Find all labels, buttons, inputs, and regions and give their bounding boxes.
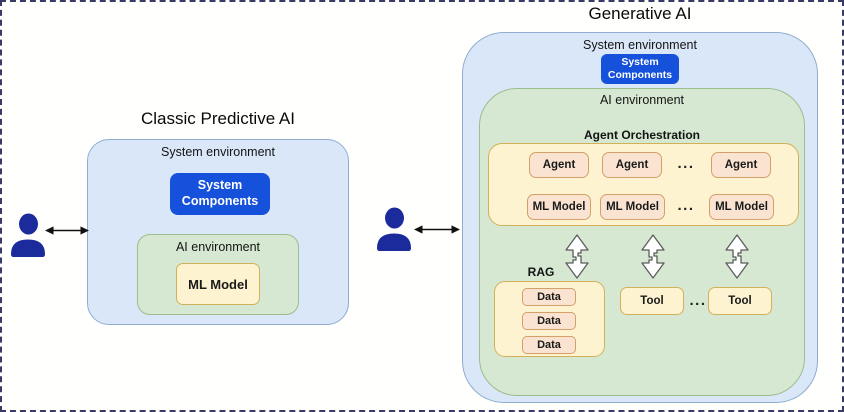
- agent-orchestration-label: Agent Orchestration: [583, 128, 700, 142]
- data-box: Data: [522, 336, 576, 354]
- agent-box: Agent: [529, 152, 589, 178]
- vertical-double-arrow-icon: [640, 234, 666, 279]
- tool-box: Tool: [708, 287, 772, 315]
- right-system-components-box: System Components: [601, 54, 679, 84]
- agent-box: Agent: [711, 152, 771, 178]
- right-ai-environment-label: AI environment: [599, 93, 685, 107]
- vertical-double-arrow-icon: [564, 234, 590, 279]
- ml-model-box: ML Model: [709, 194, 774, 220]
- vertical-double-arrow-icon: [724, 234, 750, 279]
- bidirectional-arrow-icon: [413, 223, 461, 236]
- right-system-environment-label: System environment: [583, 38, 697, 52]
- left-ml-model-box: ML Model: [176, 263, 260, 305]
- ml-model-box: ML Model: [527, 194, 591, 220]
- data-box: Data: [522, 288, 576, 306]
- agents-ellipsis: ...: [677, 154, 695, 172]
- agent-box: Agent: [602, 152, 662, 178]
- generative-ai-title: Generative AI: [588, 4, 692, 23]
- classic-predictive-ai-title: Classic Predictive AI: [141, 109, 295, 128]
- tool-box: Tool: [620, 287, 684, 315]
- ml-model-box: ML Model: [600, 194, 665, 220]
- user-icon: [10, 213, 46, 257]
- tools-ellipsis: ...: [689, 291, 707, 309]
- ml-models-ellipsis: ...: [677, 196, 695, 214]
- left-system-components-box: System Components: [170, 173, 270, 215]
- rag-label: RAG: [527, 265, 555, 279]
- left-system-environment-label: System environment: [161, 145, 275, 159]
- bidirectional-arrow-icon: [44, 224, 90, 237]
- user-icon: [376, 207, 412, 251]
- left-ai-environment-label: AI environment: [175, 240, 261, 254]
- data-box: Data: [522, 312, 576, 330]
